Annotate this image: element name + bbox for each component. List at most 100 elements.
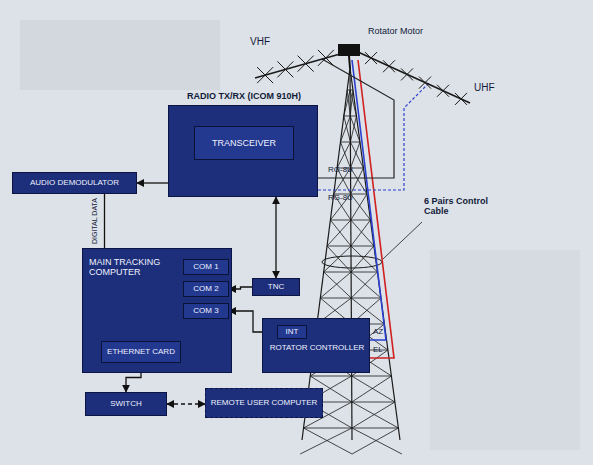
coax-cable: [318, 82, 430, 190]
element-stroke: [298, 56, 314, 72]
edge-label: DIGITAL DATA: [91, 198, 99, 244]
vhf-boom: [255, 54, 340, 78]
transceiver-box: TRANSCEIVER: [194, 126, 294, 160]
brace-stroke: [352, 402, 395, 428]
element-stroke: [318, 50, 334, 66]
brace-stroke: [320, 272, 351, 298]
brace-stroke: [344, 90, 350, 116]
element-stroke: [318, 50, 334, 66]
connector: [167, 403, 205, 404]
element-stroke: [277, 61, 293, 77]
leader-line: [383, 222, 422, 259]
cable-bundle: [322, 256, 382, 268]
element-stroke: [257, 67, 273, 83]
brace-stroke: [351, 194, 371, 220]
brace-stroke: [337, 142, 350, 168]
brace-stroke: [347, 90, 350, 116]
cable-type-label: RG-8U: [328, 165, 353, 174]
brace-stroke: [351, 272, 381, 298]
brace-stroke: [304, 428, 399, 429]
antenna-label: VHF: [250, 36, 270, 48]
brace-stroke: [350, 90, 353, 116]
radio-box: RADIO TX/RX (ICOM 910H)TRANSCEIVER: [168, 105, 318, 197]
part-label: Rotator Motor: [368, 26, 423, 36]
rotator-motor: [338, 44, 360, 56]
brace-stroke: [340, 142, 359, 143]
node-label: REMOTE USER COMPUTER: [208, 398, 321, 407]
node-label: AUDIO DEMODULATOR: [27, 178, 122, 187]
port-box: COM 2: [183, 281, 229, 297]
node-label: COM 2: [190, 284, 221, 293]
az-cable: [352, 60, 386, 340]
brace-stroke: [327, 246, 374, 247]
cable-label: 6 Pairs Control Cable: [424, 196, 494, 217]
brace-stroke: [352, 376, 395, 402]
connector: [104, 194, 105, 248]
brace-stroke: [351, 220, 370, 246]
brace-stroke: [352, 402, 399, 428]
element-stroke: [437, 85, 449, 97]
interface-box: INT: [277, 325, 307, 339]
brace-stroke: [352, 428, 402, 454]
element-stroke: [455, 93, 467, 105]
mast: [349, 56, 350, 68]
port-box: COM 1: [183, 259, 229, 275]
brace-stroke: [344, 116, 357, 117]
ethernet-card-box: ETHERNET CARD: [101, 341, 181, 363]
brace-stroke: [350, 142, 363, 168]
node-label: COM 1: [190, 262, 221, 271]
node-label: ETHERNET CARD: [104, 347, 178, 356]
element-stroke: [277, 61, 293, 77]
element-stroke: [455, 93, 467, 105]
element-stroke: [383, 60, 395, 72]
uhf-boom: [358, 52, 470, 103]
element-stroke: [383, 60, 395, 72]
yagi-elements: [365, 52, 467, 105]
brace-stroke: [351, 142, 360, 168]
computer-box: MAIN TRACKING COMPUTER COM 1 COM 2 COM 3 ETH…: [82, 248, 232, 373]
node-label: ROTATOR CONTROLLER: [267, 343, 367, 352]
node-label: RADIO TX/RX (ICOM 910H): [169, 91, 319, 101]
brace-stroke: [352, 428, 398, 454]
faded-print: [20, 20, 220, 90]
port-box: COM 3: [183, 303, 229, 319]
demodulator-box: AUDIO DEMODULATOR: [12, 172, 137, 194]
brace-stroke: [340, 116, 350, 142]
element-stroke: [401, 68, 413, 80]
brace-stroke: [330, 220, 351, 246]
node-label: INT: [283, 327, 302, 336]
brace-stroke: [324, 272, 352, 298]
brace-stroke: [340, 142, 350, 168]
brace-stroke: [351, 272, 377, 298]
brace-stroke: [310, 376, 391, 377]
brace-stroke: [351, 220, 374, 246]
element-stroke: [298, 56, 314, 72]
brace-stroke: [350, 116, 356, 142]
signal-label: AZ: [373, 327, 383, 336]
node-label: TNC: [265, 282, 287, 291]
switch-box: SWITCH: [85, 392, 167, 416]
brace-stroke: [324, 272, 378, 273]
remote-computer-box: REMOTE USER COMPUTER: [205, 388, 323, 418]
node-label: COM 3: [190, 306, 221, 315]
cable-type-label: RG-8U: [328, 193, 353, 202]
brace-stroke: [347, 90, 353, 91]
el-cable: [358, 60, 394, 358]
element-stroke: [419, 77, 431, 89]
yagi-elements: [257, 50, 334, 83]
element-stroke: [365, 52, 377, 64]
connector: [229, 287, 252, 289]
connector: [275, 197, 276, 278]
node-label: TRANSCEIVER: [209, 138, 279, 148]
coax-cable: [318, 59, 394, 178]
brace-stroke: [344, 116, 351, 142]
faded-print: [430, 250, 580, 450]
brace-stroke: [352, 376, 392, 402]
signal-label: EL: [373, 345, 383, 354]
brace-stroke: [300, 428, 352, 454]
node-label: MAIN TRACKING COMPUTER: [89, 257, 177, 278]
brace-stroke: [320, 298, 381, 299]
element-stroke: [365, 52, 377, 64]
